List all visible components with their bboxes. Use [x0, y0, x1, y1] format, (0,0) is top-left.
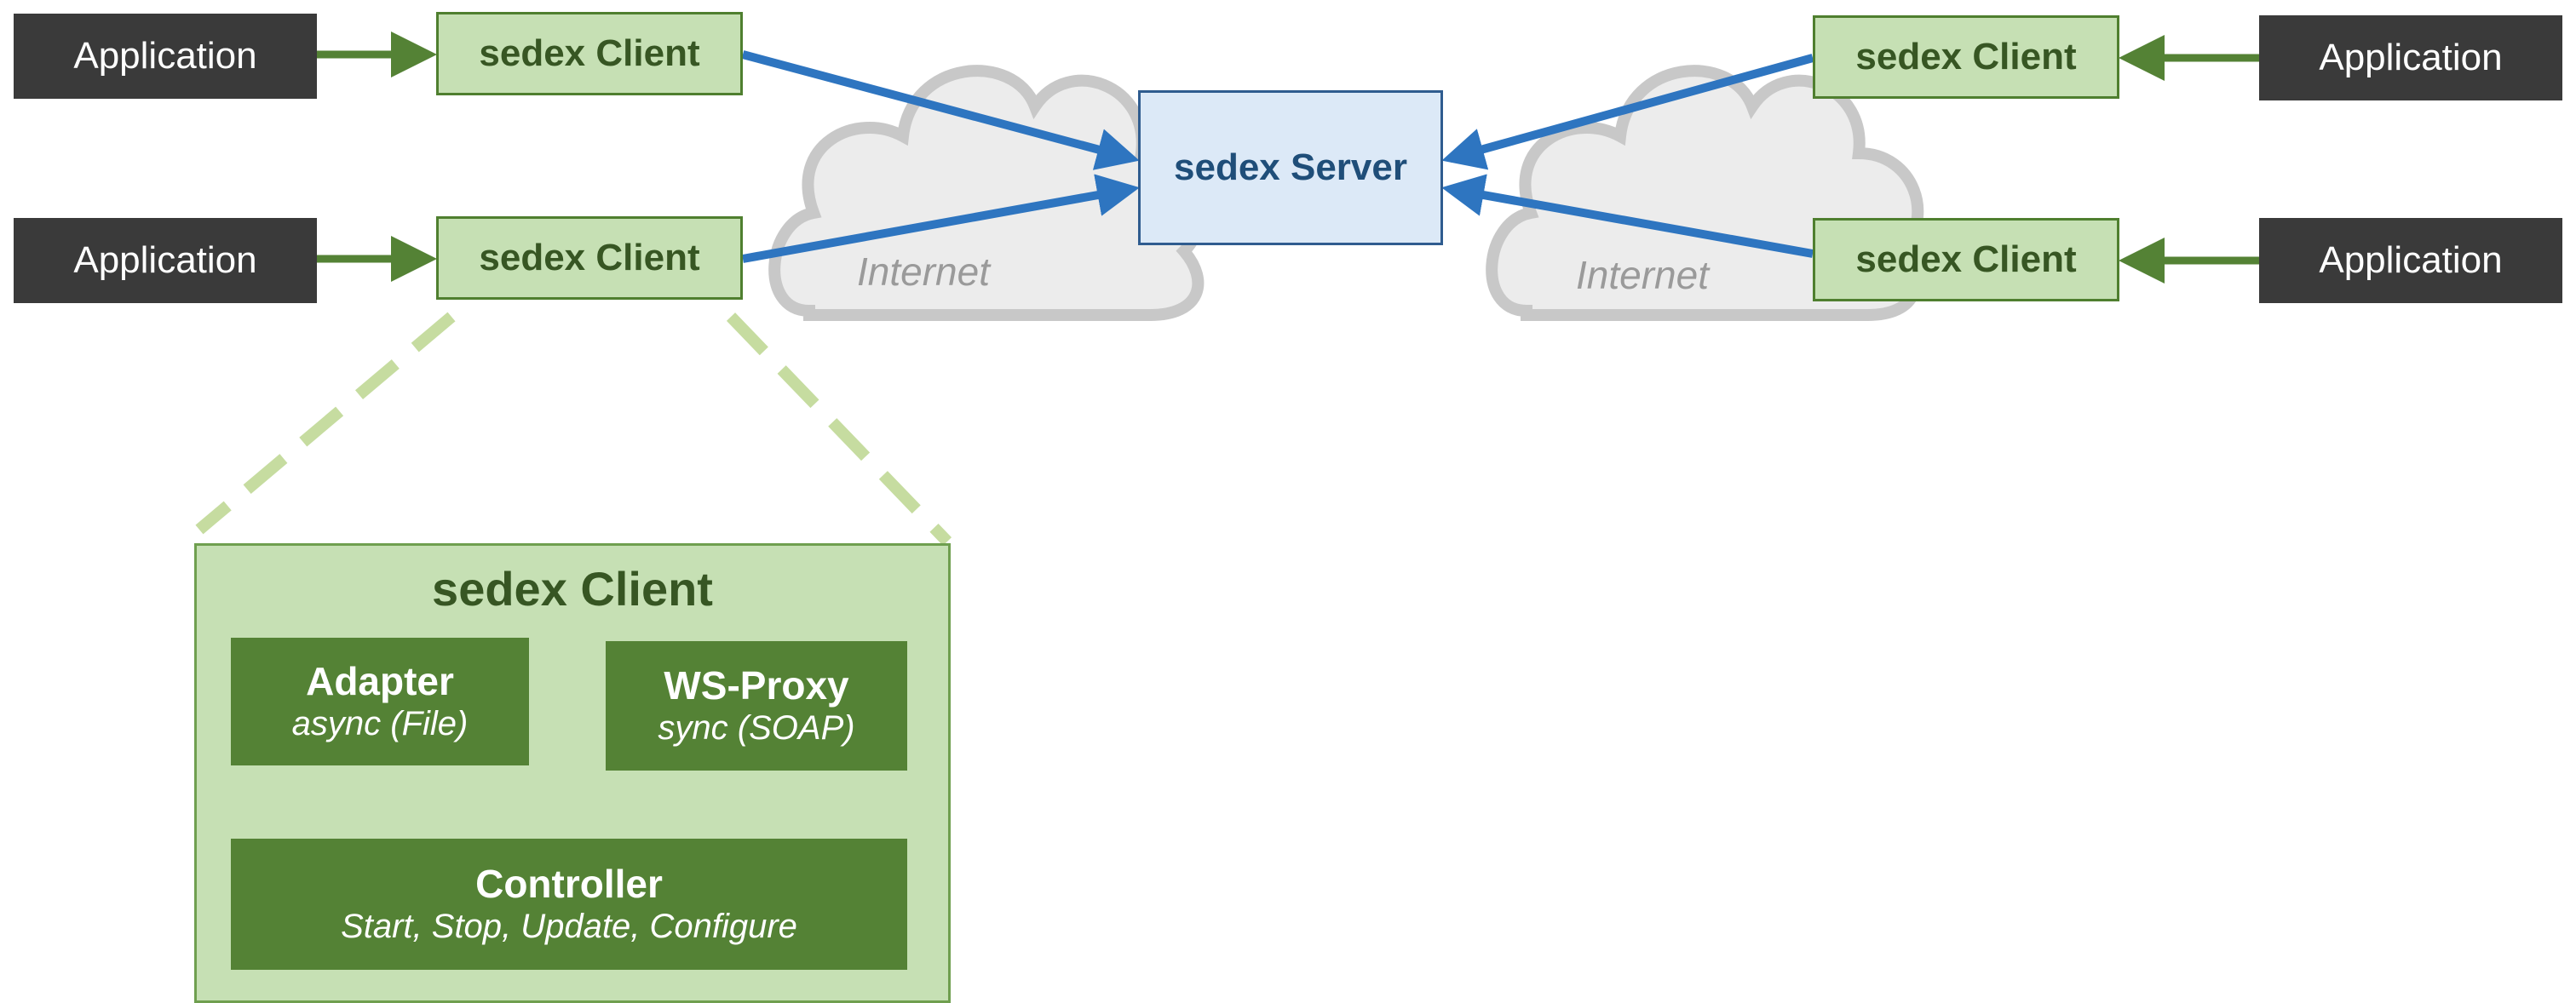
sedex-client-right-bottom[interactable]: sedex Client — [1813, 218, 2119, 301]
controller-name: Controller — [475, 861, 663, 906]
arrow-client-to-server-left-bottom — [742, 174, 1140, 263]
sedex-client-left-bottom[interactable]: sedex Client — [436, 216, 743, 300]
cloud-label-right: Internet — [1576, 253, 1709, 297]
sedex-client-detail-panel: sedex Client Adapter async (File) WS-Pro… — [194, 543, 951, 1003]
sedex-client-left-top[interactable]: sedex Client — [436, 12, 743, 95]
arrow-client-to-server-left-top — [741, 50, 1140, 170]
ws-proxy-description: sync (SOAP) — [658, 709, 855, 748]
arrow-client-to-server-right-top — [1441, 54, 1814, 170]
sedex-server[interactable]: sedex Server — [1138, 90, 1443, 245]
sedex-client-right-top[interactable]: sedex Client — [1813, 15, 2119, 99]
controller-module[interactable]: Controller Start, Stop, Update, Configur… — [231, 839, 907, 970]
ws-proxy-name: WS-Proxy — [664, 662, 849, 708]
zoom-line-right — [726, 312, 952, 546]
cloud-label-left: Internet — [857, 249, 990, 294]
arrow-client-to-server-right-bottom — [1441, 174, 1814, 258]
controller-description: Start, Stop, Update, Configure — [341, 908, 797, 946]
application-right-top[interactable]: Application — [2259, 15, 2562, 100]
adapter-module[interactable]: Adapter async (File) — [231, 638, 529, 765]
adapter-description: async (File) — [291, 705, 469, 743]
detail-title: sedex Client — [432, 562, 713, 616]
zoom-line-left — [195, 312, 456, 535]
application-left-bottom[interactable]: Application — [14, 218, 317, 303]
adapter-name: Adapter — [306, 658, 454, 703]
ws-proxy-module[interactable]: WS-Proxy sync (SOAP) — [606, 641, 907, 771]
application-right-bottom[interactable]: Application — [2259, 218, 2562, 303]
application-left-top[interactable]: Application — [14, 14, 317, 99]
